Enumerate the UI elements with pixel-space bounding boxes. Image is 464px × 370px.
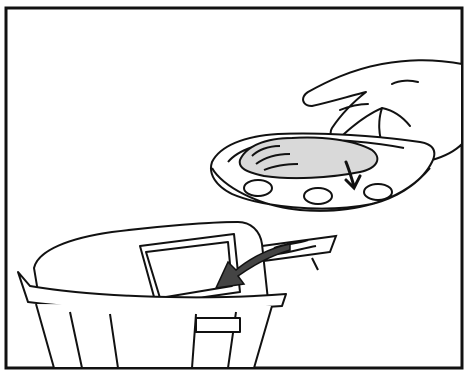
illustration-panel <box>0 0 464 370</box>
disposal-illustration <box>0 0 464 370</box>
